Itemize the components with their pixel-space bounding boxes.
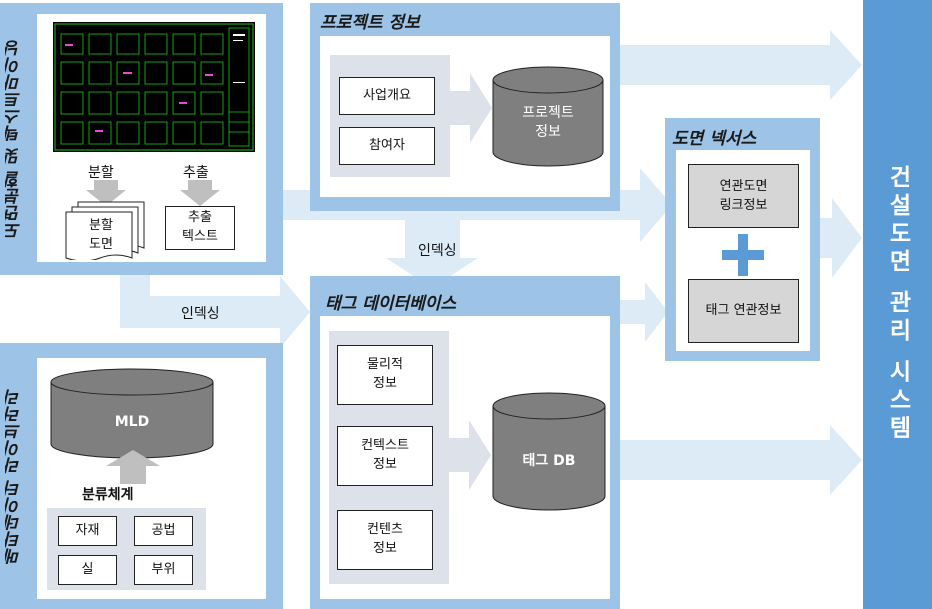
class-item-material: 자재 bbox=[58, 516, 117, 546]
project-item-participants: 참여자 bbox=[339, 127, 435, 165]
classification-label: 분류체계 bbox=[82, 487, 134, 503]
plus-icon bbox=[722, 234, 764, 276]
tagdb-arrow bbox=[449, 420, 491, 490]
arrow-tagdb-to-nexus bbox=[620, 282, 668, 342]
extract-down-arrow bbox=[180, 180, 220, 206]
nexus-tag-box: 태그 연관정보 bbox=[688, 279, 799, 343]
panel-metadata-title: 메타데이터 라이브러리 bbox=[5, 389, 25, 566]
cad-drawing-image bbox=[53, 22, 255, 152]
tagdb-item-context: 컨텍스트 정보 bbox=[337, 426, 433, 486]
arrow-indexing-left bbox=[120, 270, 310, 348]
class-item-method: 공법 bbox=[134, 516, 193, 546]
arrow-nexus-to-system bbox=[820, 198, 862, 278]
panel-nexus-title: 도면 넥서스 bbox=[672, 129, 757, 149]
extract-text-box: 추출 텍스트 bbox=[165, 206, 235, 250]
indexing-label-left: 인덱싱 bbox=[181, 306, 220, 322]
split-documents-icon bbox=[65, 201, 145, 260]
arrow-indexing-down bbox=[386, 212, 478, 288]
panel-tagdb-title: 태그 데이터베이스 bbox=[325, 294, 457, 314]
project-db-wrap: 프로젝트 정보 bbox=[492, 104, 604, 144]
extract-label: 추출 bbox=[183, 165, 209, 181]
mld-label: MLD bbox=[114, 414, 150, 430]
split-label: 분할 bbox=[88, 165, 114, 181]
tagdb-item-physical: 물리적 정보 bbox=[337, 345, 433, 405]
project-arrow bbox=[450, 73, 492, 143]
arrow-tagdb-to-system bbox=[620, 425, 862, 495]
project-item-overview: 사업개요 bbox=[339, 77, 435, 115]
project-db-cylinder bbox=[492, 66, 604, 167]
system-bar: 건설도면 관리 시스템 bbox=[863, 0, 932, 609]
class-item-part: 부위 bbox=[134, 555, 193, 585]
panel-project-title: 프로젝트 정보 bbox=[320, 13, 420, 33]
tag-db-cylinder bbox=[492, 392, 606, 511]
tag-db-label: 태그 DB bbox=[522, 453, 576, 469]
split-documents-label: 분할 도면 bbox=[89, 218, 113, 252]
indexing-label-top: 인덱싱 bbox=[418, 243, 457, 259]
nexus-link-box: 연관도면 링크정보 bbox=[688, 164, 799, 228]
system-title: 건설도면 관리 시스템 bbox=[884, 165, 911, 444]
tag-db-wrap: 태그 DB bbox=[492, 452, 606, 476]
project-db-label: 프로젝트 정보 bbox=[522, 105, 574, 140]
mld-wrap: MLD bbox=[50, 413, 214, 435]
arrow-project-to-system bbox=[620, 30, 862, 100]
class-item-room: 실 bbox=[58, 555, 117, 585]
panel-drawing-title: 도면분할 및 텍스트마이닝 bbox=[5, 40, 25, 240]
split-down-arrow bbox=[86, 180, 126, 206]
mld-cylinder bbox=[50, 368, 214, 459]
classification-up-arrow bbox=[106, 450, 160, 484]
tagdb-item-contents: 컨텐츠 정보 bbox=[337, 510, 433, 570]
